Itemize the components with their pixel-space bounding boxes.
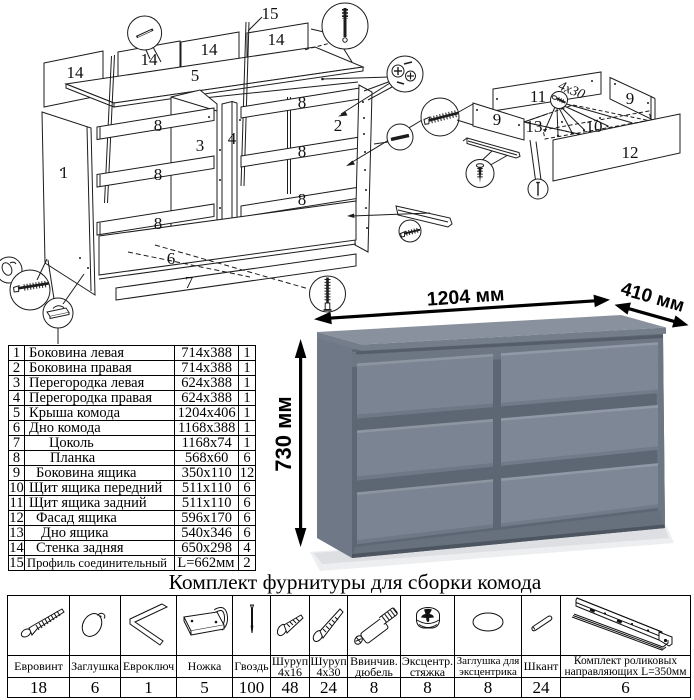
svg-text:410 мм: 410 мм bbox=[618, 279, 686, 317]
svg-text:8: 8 bbox=[298, 190, 307, 209]
svg-text:15: 15 bbox=[262, 4, 279, 23]
svg-text:2: 2 bbox=[334, 116, 343, 135]
svg-text:8: 8 bbox=[298, 142, 307, 161]
svg-text:8: 8 bbox=[154, 165, 163, 184]
svg-text:4: 4 bbox=[228, 129, 237, 148]
svg-text:13: 13 bbox=[526, 117, 543, 136]
svg-text:14: 14 bbox=[268, 30, 286, 49]
svg-text:14: 14 bbox=[141, 50, 159, 69]
svg-text:14: 14 bbox=[201, 40, 219, 59]
svg-text:7: 7 bbox=[185, 273, 194, 292]
svg-text:730 мм: 730 мм bbox=[271, 396, 296, 471]
svg-text:9: 9 bbox=[493, 110, 502, 129]
svg-text:8: 8 bbox=[154, 116, 163, 135]
svg-text:8: 8 bbox=[154, 214, 163, 233]
svg-text:9: 9 bbox=[626, 89, 635, 108]
svg-text:14: 14 bbox=[67, 63, 85, 82]
svg-text:5: 5 bbox=[191, 66, 200, 85]
svg-text:8: 8 bbox=[298, 93, 307, 112]
svg-text:1: 1 bbox=[60, 163, 69, 182]
svg-text:1204 мм: 1204 мм bbox=[426, 283, 505, 310]
svg-text:12: 12 bbox=[622, 143, 639, 162]
svg-text:6: 6 bbox=[167, 249, 176, 268]
svg-text:11: 11 bbox=[530, 87, 546, 106]
svg-text:10: 10 bbox=[586, 117, 603, 136]
svg-text:3: 3 bbox=[196, 136, 205, 155]
